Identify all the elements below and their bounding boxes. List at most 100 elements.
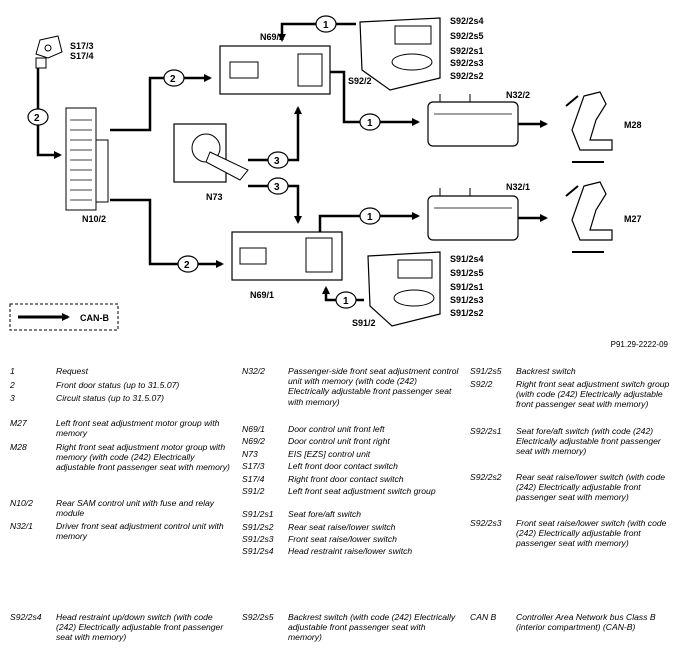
legend-desc: EIS [EZS] control unit <box>288 449 371 459</box>
label-n73: N73 <box>206 192 223 202</box>
legend-code: N32/1 <box>10 521 33 531</box>
legend-row: N73 EIS [EZS] control unit <box>242 449 460 459</box>
legend-desc: Seat fore/aft switch <box>288 509 362 519</box>
signal-number-2-lower: 2 <box>184 260 190 271</box>
legend-row: CAN B Controller Area Network bus Class B… <box>470 612 670 632</box>
label-s92-2s5: S92/2s5 <box>450 31 484 41</box>
legend-code: CAN B <box>470 612 497 622</box>
legend-desc: Door control unit front right <box>288 436 390 446</box>
legend-code: 1 <box>10 366 15 376</box>
label-s91-2: S91/2 <box>352 318 376 328</box>
label-s92-2s4: S92/2s4 <box>450 16 484 26</box>
legend-code: S92/2s5 <box>242 612 274 622</box>
signal-number-1-n32-2: 1 <box>367 118 373 129</box>
label-s92-2: S92/2 <box>348 76 372 86</box>
legend-desc: Rear seat raise/lower switch (with code … <box>516 472 666 503</box>
legend-code: 3 <box>10 393 15 403</box>
legend-desc: Door control unit front left <box>288 424 385 434</box>
label-s91-2s5: S91/2s5 <box>450 268 484 278</box>
eis-control-unit-drawing <box>173 123 249 183</box>
label-n32-1: N32/1 <box>506 182 530 192</box>
label-m27: M27 <box>624 214 642 224</box>
driver-seat-control-unit-drawing <box>427 188 519 241</box>
legend-code: S91/2s3 <box>242 534 274 544</box>
legend-code: S92/2s4 <box>10 612 42 622</box>
label-n69-2: N69/2 <box>260 32 284 42</box>
left-seat-motor-group-drawing <box>565 181 613 253</box>
signal-number-1-top: 1 <box>323 20 329 31</box>
legend-code: S91/2 <box>242 486 265 496</box>
legend-code: 2 <box>10 380 15 390</box>
signal-line-n73-n69-2 <box>248 106 302 169</box>
legend-row: S92/2s4 Head restraint up/down switch (wi… <box>10 612 232 643</box>
legend-desc: Controller Area Network bus Class B (int… <box>516 612 656 633</box>
legend-desc: Passenger-side front seat adjustment con… <box>288 366 459 407</box>
legend-desc: Backrest switch <box>516 366 576 376</box>
label-s92-2s3: S92/2s3 <box>450 58 484 68</box>
legend-desc: Head restraint up/down switch (with code… <box>56 612 224 643</box>
legend-code: N69/1 <box>242 424 265 434</box>
legend-code: M27 <box>10 418 27 428</box>
legend-code: S92/2s1 <box>470 426 502 436</box>
passenger-seat-control-unit-drawing <box>427 94 519 147</box>
canb-key <box>9 303 119 331</box>
label-n69-1: N69/1 <box>250 290 274 300</box>
rear-sam-drawing <box>65 107 109 211</box>
legend-row: N32/1 Driver front seat adjustment contro… <box>10 521 232 541</box>
legend-code: S91/2s4 <box>242 546 274 556</box>
label-n32-2: N32/2 <box>506 90 530 100</box>
legend-row: 3 Circuit status (up to 31.5.07) <box>10 393 164 403</box>
legend-code: N32/2 <box>242 366 265 376</box>
canb-key-label: CAN-B <box>80 313 109 323</box>
label-s91-2s3: S91/2s3 <box>450 295 484 305</box>
legend-row: S92/2s5 Backrest switch (with code (242) … <box>242 612 460 643</box>
legend-code: N73 <box>242 449 258 459</box>
s91-switch-labels: S91/2s4 S91/2s5 S91/2s1 S91/2s3 S91/2s2 <box>450 254 484 318</box>
signal-number-3-upper: 3 <box>274 156 280 167</box>
legend-desc: Circuit status (up to 31.5.07) <box>56 393 164 403</box>
legend-row: 1 Request <box>10 366 88 376</box>
signal-line-n69-1-n32-1 <box>318 207 420 232</box>
legend-desc: Request <box>56 366 89 376</box>
legend-desc: Seat fore/aft switch (with code (242) El… <box>516 426 661 457</box>
legend-code: S92/2s2 <box>470 472 502 482</box>
legend-desc: Right front door contact switch <box>288 474 404 484</box>
label-s92-2s1: S92/2s1 <box>450 46 484 56</box>
legend-desc: Right front seat adjustment switch group… <box>516 379 670 410</box>
signal-line-n10-n69-2 <box>110 69 212 132</box>
legend-code: S91/2s2 <box>242 522 274 532</box>
signal-line-n73-n69-1 <box>248 177 302 224</box>
signal-line-s17-n10 <box>27 68 62 159</box>
label-s91-2s2: S91/2s2 <box>450 308 484 318</box>
legend-desc: Rear seat raise/lower switch <box>288 522 396 532</box>
signal-number-2-upper: 2 <box>170 74 176 85</box>
figure-reference: P91.29-2222-09 <box>610 340 668 349</box>
signal-number-1-n32-1: 1 <box>367 212 373 223</box>
legend-desc: Right front seat adjustment motor group … <box>56 442 230 473</box>
right-seat-motor-group-drawing <box>565 91 613 163</box>
legend-row: S92/2s2 Rear seat raise/lower switch (wit… <box>470 472 670 503</box>
label-s91-2s1: S91/2s1 <box>450 282 484 292</box>
signal-line-s91-n69-1 <box>322 286 364 309</box>
legend-code: N10/2 <box>10 498 33 508</box>
signal-line-n10-n69-1 <box>110 198 224 273</box>
signal-line-n69-2-n32-2 <box>330 70 420 131</box>
legend-desc: Backrest switch (with code (242) Electri… <box>288 612 456 643</box>
signal-number-2-left: 2 <box>34 113 40 124</box>
legend-desc: Driver front seat adjustment control uni… <box>56 521 224 542</box>
legend-desc: Left front door contact switch <box>288 461 398 471</box>
